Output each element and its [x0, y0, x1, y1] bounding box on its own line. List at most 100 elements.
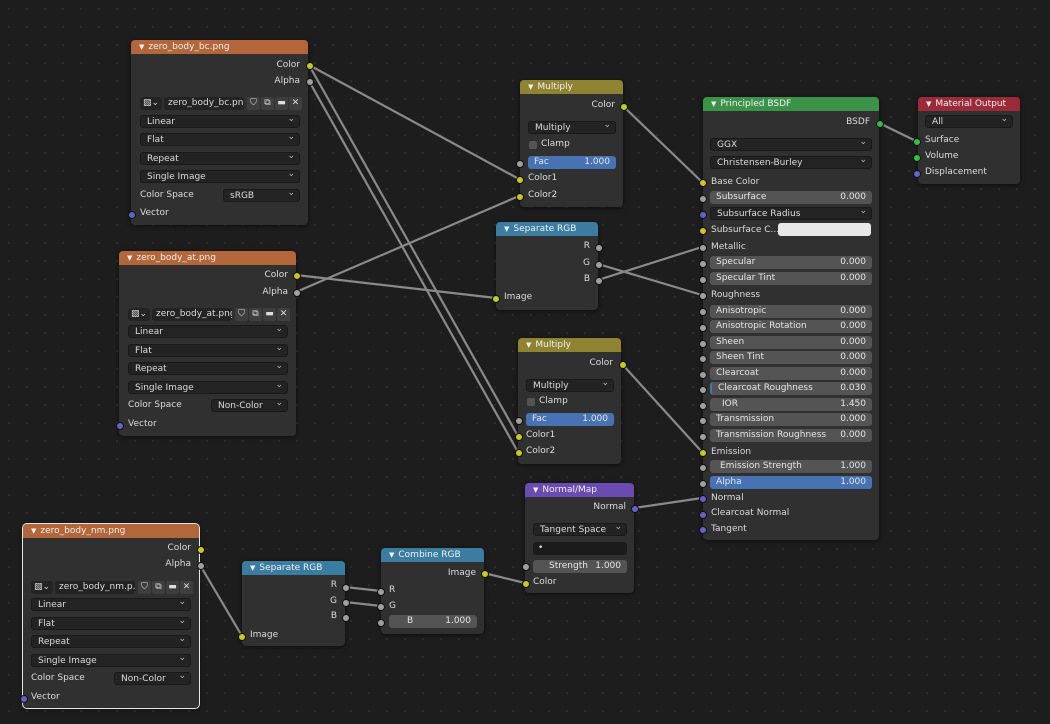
image-selector[interactable]: ▧⌄ zero_body_bc.png ⛉ ⧉ ▬ ✕: [140, 97, 302, 110]
separate-rgb-node-1[interactable]: ▼Separate RGB R G B Image: [496, 222, 598, 310]
distribution-dropdown[interactable]: GGX: [710, 138, 872, 151]
node-header[interactable]: ▼Principled BSDF: [703, 97, 879, 111]
source-dropdown[interactable]: Single Image: [128, 381, 288, 394]
socket-mul2-color-out[interactable]: [619, 361, 627, 369]
socket-mul2-color2-in[interactable]: [515, 449, 523, 457]
node-header[interactable]: ▼Normal/Map: [525, 483, 634, 497]
socket-comb-r-in[interactable]: [377, 588, 385, 596]
subsurface-color-swatch[interactable]: [778, 223, 871, 236]
collapse-triangle-icon[interactable]: ▼: [926, 100, 932, 108]
socket-anisotropic-in[interactable]: [699, 308, 707, 316]
socket-sheen-in[interactable]: [699, 340, 707, 348]
colorspace-dropdown[interactable]: Non-Color: [211, 399, 288, 412]
link-comb-image-to-nmap-color[interactable]: [483, 571, 526, 585]
principled-bsdf-node[interactable]: ▼Principled BSDF BSDF GGX Christensen-Bu…: [703, 97, 879, 540]
subsurface-radius-dropdown[interactable]: Subsurface Radius: [710, 207, 872, 220]
collapse-triangle-icon[interactable]: ▼: [526, 341, 532, 349]
colorspace-dropdown[interactable]: sRGB: [223, 189, 300, 202]
image-selector[interactable]: ▧⌄ zero_body_at.png ⛉ ⧉ ▬ ✕: [128, 308, 290, 321]
link-sep2-g-to-comb-g[interactable]: [344, 600, 382, 608]
socket-subsurface-radius-in[interactable]: [699, 211, 707, 219]
socket-mul1-color-out[interactable]: [620, 103, 628, 111]
node-header[interactable]: ▼zero_body_nm.png: [23, 524, 199, 538]
socket-transmission-in[interactable]: [699, 417, 707, 425]
folder-icon[interactable]: ▬: [275, 97, 288, 110]
socket-ior-in[interactable]: [699, 402, 707, 410]
link-sep1-g-to-metallic[interactable]: [597, 245, 703, 282]
socket-surface-in[interactable]: [913, 138, 921, 146]
socket-bc-color-out[interactable]: [306, 62, 314, 70]
normal-map-node[interactable]: ▼Normal/Map Normal Tangent Space • Stren…: [525, 483, 634, 593]
socket-displacement-in[interactable]: [913, 170, 921, 178]
blend-mode-dropdown[interactable]: Multiply: [528, 121, 616, 134]
link-bc-color-to-mul1-color1[interactable]: [308, 64, 520, 180]
extension-dropdown[interactable]: Repeat: [128, 362, 288, 375]
fake-user-shield-icon[interactable]: ⛉: [138, 581, 151, 594]
image-texture-node-at[interactable]: ▼zero_body_at.png Color Alpha ▧⌄ zero_bo…: [119, 251, 296, 436]
socket-metallic-in[interactable]: [699, 244, 707, 252]
socket-clearcoat-roughness-in[interactable]: [699, 386, 707, 394]
mix-multiply-node-2[interactable]: ▼Multiply Color Multiply Clamp Fac1.000 …: [518, 338, 621, 464]
mix-multiply-node-1[interactable]: ▼Multiply Color Multiply Clamp Fac1.000 …: [520, 80, 623, 207]
collapse-triangle-icon[interactable]: ▼: [139, 43, 145, 51]
clamp-checkbox[interactable]: [529, 141, 537, 149]
image-name-field[interactable]: zero_body_nm.p...: [55, 581, 135, 594]
source-dropdown[interactable]: Single Image: [140, 170, 300, 183]
projection-dropdown[interactable]: Flat: [128, 344, 288, 357]
socket-normal-in[interactable]: [699, 495, 707, 503]
node-header[interactable]: ▼Multiply: [520, 80, 623, 94]
collapse-triangle-icon[interactable]: ▼: [31, 527, 37, 535]
socket-mul2-fac-in[interactable]: [515, 417, 523, 425]
socket-base-color-in[interactable]: [699, 179, 707, 187]
link-at-color-to-sep1-image[interactable]: [295, 273, 497, 300]
node-header[interactable]: ▼Separate RGB: [496, 222, 598, 236]
socket-anisotropic-rotation-in[interactable]: [699, 324, 707, 332]
link-sep2-r-to-comb-r[interactable]: [344, 585, 382, 593]
duplicate-icon[interactable]: ⧉: [249, 308, 262, 321]
socket-sep1-b-out[interactable]: [595, 277, 603, 285]
collapse-triangle-icon[interactable]: ▼: [528, 83, 534, 91]
separate-rgb-node-2[interactable]: ▼Separate RGB R G B Image: [242, 561, 345, 646]
socket-transmission-roughness-in[interactable]: [699, 433, 707, 441]
image-name-field[interactable]: zero_body_bc.png: [164, 97, 244, 110]
subsurface-method-dropdown[interactable]: Christensen-Burley: [710, 156, 872, 169]
image-icon[interactable]: ▧⌄: [31, 581, 53, 594]
fake-user-shield-icon[interactable]: ⛉: [235, 308, 248, 321]
image-texture-node-nm[interactable]: ▼zero_body_nm.png Color Alpha ▧⌄ zero_bo…: [22, 523, 200, 709]
duplicate-icon[interactable]: ⧉: [261, 97, 274, 110]
collapse-triangle-icon[interactable]: ▼: [250, 564, 256, 572]
socket-nm-color-out[interactable]: [197, 546, 205, 554]
collapse-triangle-icon[interactable]: ▼: [504, 225, 510, 233]
image-texture-node-bc[interactable]: ▼zero_body_bc.png Color Alpha ▧⌄ zero_bo…: [131, 40, 308, 225]
socket-volume-in[interactable]: [913, 154, 921, 162]
socket-sep2-b-out[interactable]: [342, 614, 350, 622]
source-dropdown[interactable]: Single Image: [31, 654, 191, 667]
unlink-close-icon[interactable]: ✕: [289, 97, 302, 110]
node-header[interactable]: ▼Multiply: [518, 338, 621, 352]
collapse-triangle-icon[interactable]: ▼: [711, 100, 717, 108]
interpolation-dropdown[interactable]: Linear: [128, 325, 288, 338]
colorspace-dropdown[interactable]: Non-Color: [114, 672, 191, 685]
socket-sep2-g-out[interactable]: [342, 599, 350, 607]
image-selector[interactable]: ▧⌄ zero_body_nm.p... ⛉ ⧉ ▬ ✕: [31, 581, 193, 594]
projection-dropdown[interactable]: Flat: [140, 133, 300, 146]
socket-bsdf-out[interactable]: [876, 120, 884, 128]
socket-specular-tint-in[interactable]: [699, 276, 707, 284]
interpolation-dropdown[interactable]: Linear: [140, 115, 300, 128]
socket-mul1-fac-in[interactable]: [516, 160, 524, 168]
link-nm-alpha-to-sep2-image[interactable]: [199, 564, 243, 637]
socket-roughness-in[interactable]: [699, 292, 707, 300]
socket-alpha-in[interactable]: [699, 480, 707, 488]
node-header[interactable]: ▼Separate RGB: [242, 561, 345, 575]
socket-sheen-tint-in[interactable]: [699, 355, 707, 363]
projection-dropdown[interactable]: Flat: [31, 617, 191, 630]
socket-nmap-color-in[interactable]: [522, 580, 530, 588]
socket-sep1-r-out[interactable]: [595, 244, 603, 252]
extension-dropdown[interactable]: Repeat: [140, 152, 300, 165]
